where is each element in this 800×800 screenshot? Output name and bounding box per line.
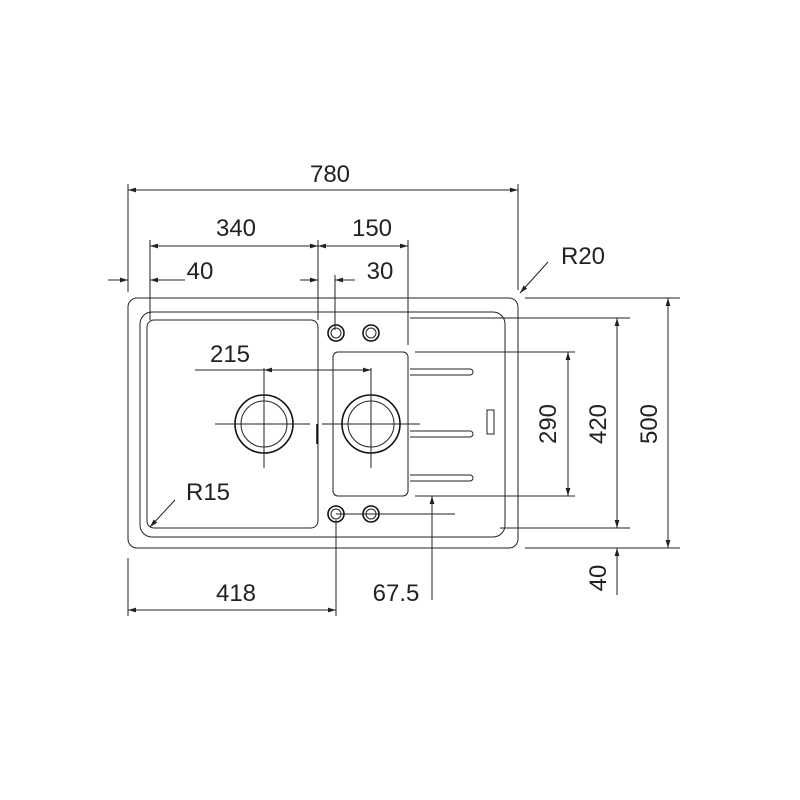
dim-inner-height: 420 — [585, 404, 612, 444]
drain-holes — [215, 368, 420, 468]
dim-bottom-margin: 40 — [585, 565, 612, 592]
dim-tap-offset: 67.5 — [373, 580, 420, 607]
dim-divider-offset: 30 — [367, 258, 394, 285]
dim-main-bowl-width: 340 — [216, 215, 256, 242]
main-bowl — [146, 319, 319, 529]
sink-outline — [127, 297, 519, 549]
dim-drain-spacing: 215 — [210, 341, 250, 368]
dim-overall-height: 500 — [636, 404, 663, 444]
dim-overall-width: 780 — [310, 161, 350, 188]
dim-inner-radius: R15 — [186, 479, 230, 506]
dim-cutout-to-drain: 418 — [216, 580, 256, 607]
overflow-slot — [486, 409, 495, 435]
dimension-lines — [108, 187, 671, 613]
dim-left-offset: 40 — [187, 258, 214, 285]
dim-half-bowl-width: 150 — [352, 215, 392, 242]
drainer-grooves — [410, 368, 474, 482]
dim-half-bowl-height: 290 — [535, 404, 562, 444]
dim-outer-radius: R20 — [561, 243, 605, 270]
